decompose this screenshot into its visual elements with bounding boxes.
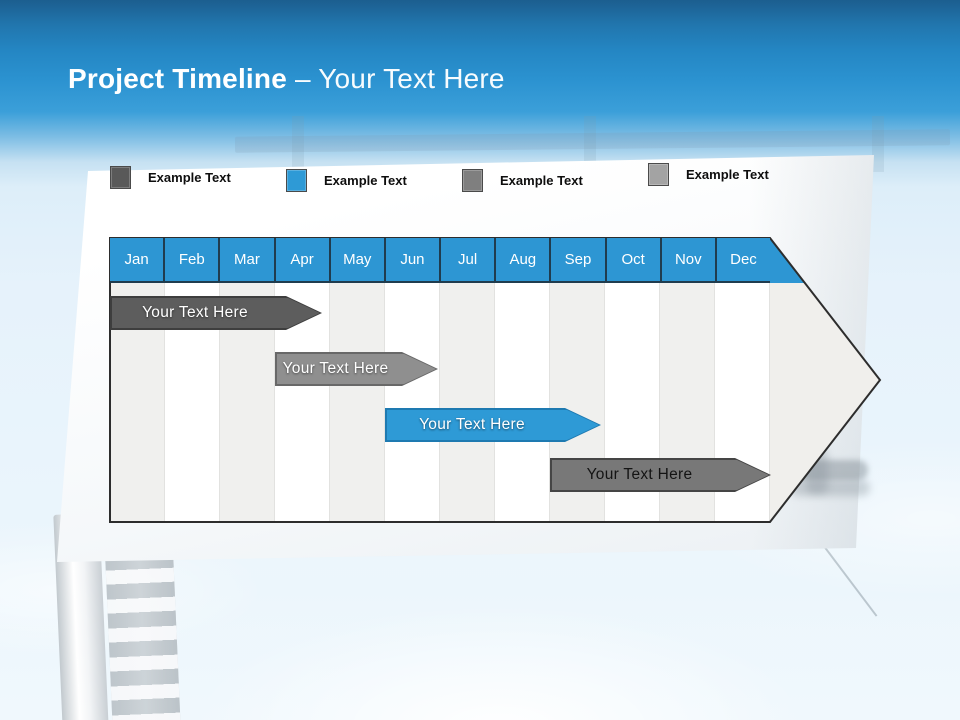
timeline-bar: Your Text Here <box>385 408 601 442</box>
bar-label: Your Text Here <box>419 416 525 433</box>
timeline-bar: Your Text Here <box>550 458 771 492</box>
bar-label: Your Text Here <box>142 304 248 321</box>
bar-label: Your Text Here <box>586 466 693 483</box>
legend-label: Example Text <box>500 172 583 188</box>
legend-swatch <box>286 168 307 192</box>
billboard-scaffold-post <box>584 116 596 172</box>
month-cell: May <box>328 238 384 281</box>
legend-item: Example Text <box>286 168 407 192</box>
bar-fill <box>277 354 436 384</box>
month-cell: Dec <box>714 238 770 281</box>
bar-fill <box>387 410 599 440</box>
legend-item: Example Text <box>462 168 583 192</box>
billboard-scaffold-post <box>872 116 884 172</box>
legend-swatch <box>110 165 131 189</box>
month-cell: Apr <box>273 238 329 281</box>
billboard-scaffold-post <box>292 116 304 172</box>
legend-item: Example Text <box>110 165 231 189</box>
page-title: Project Timeline– Your Text Here <box>68 60 505 98</box>
legend-item: Example Text <box>648 162 769 186</box>
month-cell: Nov <box>659 238 715 281</box>
legend-swatch <box>648 162 669 186</box>
legend-label: Example Text <box>686 166 769 182</box>
month-cell: Jul <box>439 238 494 281</box>
panel-shadow <box>790 480 870 496</box>
timeline-arrow-head <box>770 238 880 522</box>
month-cell: Jan <box>124 251 149 268</box>
bar-fill <box>552 460 769 490</box>
timeline-bar: Your Text Here <box>275 352 438 386</box>
month-header-row: Jan Feb Mar Apr May Jun Jul Aug Sep Oct … <box>110 238 770 283</box>
bar-label: Your Text Here <box>282 360 389 377</box>
month-cell: Jun <box>383 238 439 281</box>
timeline-bar: Your Text Here <box>110 296 322 330</box>
month-cell: Oct <box>604 238 660 281</box>
legend-label: Example Text <box>148 169 231 185</box>
title-suffix: – Your Text Here <box>294 63 505 94</box>
month-cell: Sep <box>549 238 604 281</box>
bar-fill <box>112 298 320 328</box>
month-cell: Aug <box>494 238 549 281</box>
month-cell: Mar <box>218 238 273 281</box>
title-main: Project Timeline <box>68 63 287 94</box>
legend-label: Example Text <box>324 172 407 188</box>
legend-swatch <box>462 168 483 192</box>
month-cell: Feb <box>163 238 218 281</box>
